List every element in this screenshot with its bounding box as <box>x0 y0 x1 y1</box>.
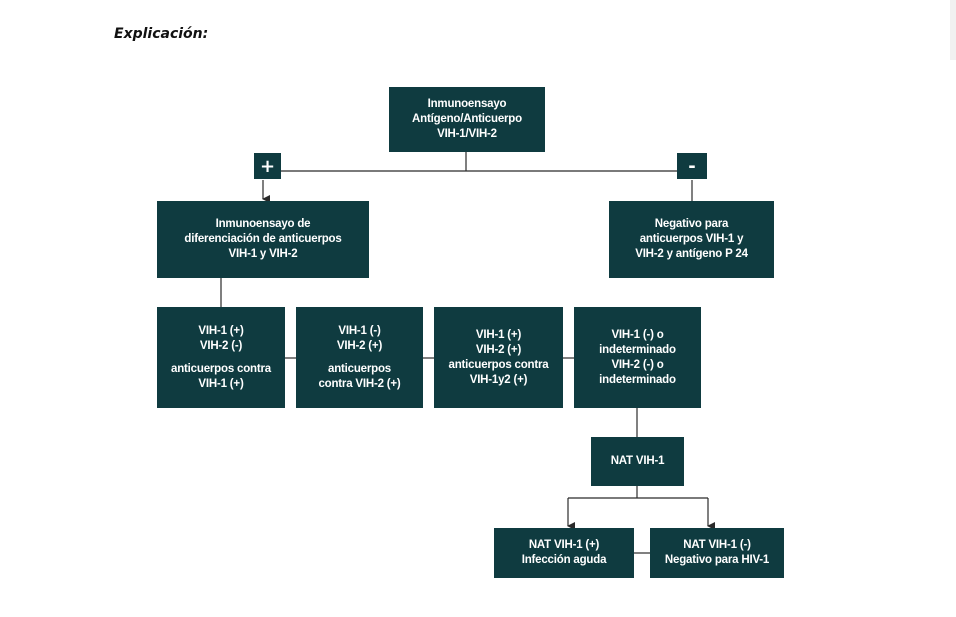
node-nat-negative: NAT VIH-1 (-)Negativo para HIV-1 <box>650 528 784 578</box>
explanation-heading: Explicación: <box>114 26 209 42</box>
node-nat-positive: NAT VIH-1 (+)Infección aguda <box>494 528 634 578</box>
page-edge <box>950 0 956 60</box>
plus-sign: + <box>254 153 281 179</box>
minus-sign: - <box>677 153 707 179</box>
node-nat-hiv1: NAT VIH-1 <box>591 437 684 486</box>
